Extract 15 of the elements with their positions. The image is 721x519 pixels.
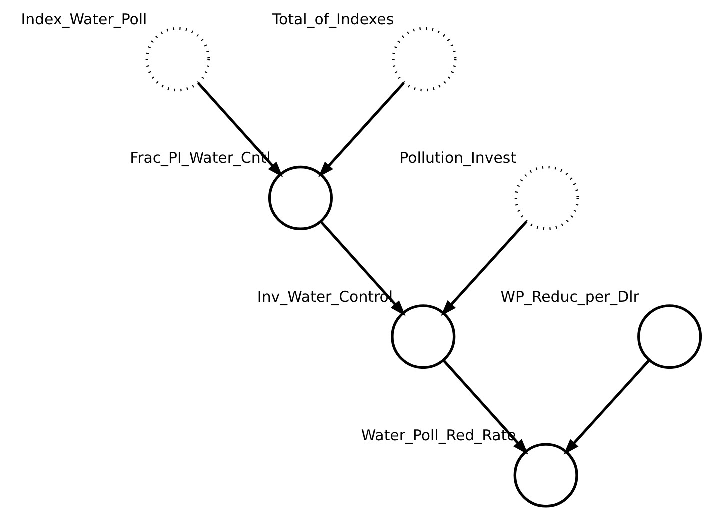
arrow bbox=[318, 82, 405, 178]
node-label: Pollution_Invest bbox=[399, 149, 516, 168]
node-label: Index_Water_Poll bbox=[20, 10, 147, 29]
node-label: Total_of_Indexes bbox=[272, 10, 394, 29]
node-circle bbox=[145, 27, 210, 92]
node-circle bbox=[513, 443, 578, 508]
node-circle bbox=[268, 166, 332, 230]
arrow bbox=[440, 220, 528, 316]
node-circle bbox=[392, 27, 456, 92]
arrow bbox=[442, 360, 528, 455]
node-label: WP_Reduc_per_Dlr bbox=[500, 288, 639, 306]
arrow bbox=[563, 360, 650, 455]
node-circle bbox=[514, 166, 579, 230]
node-circle bbox=[637, 304, 702, 370]
node-circle bbox=[390, 304, 456, 370]
